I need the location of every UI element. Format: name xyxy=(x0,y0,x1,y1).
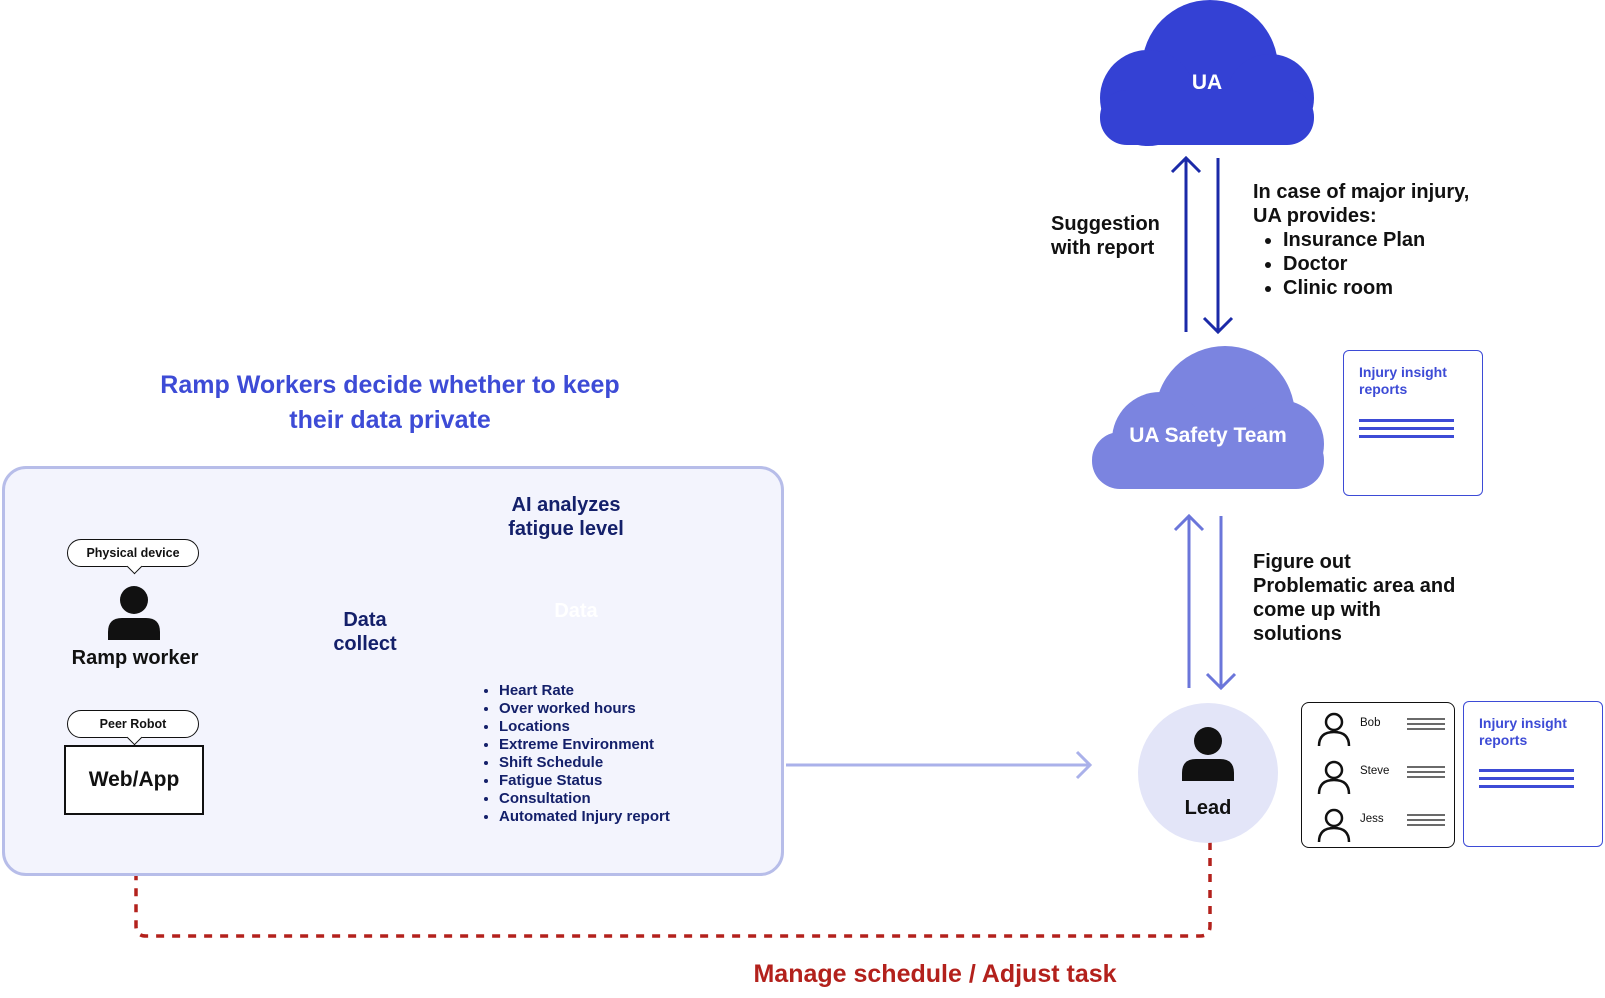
safety-cloud-icon xyxy=(1092,346,1324,489)
private-data-box xyxy=(2,466,784,876)
text-lines-icon xyxy=(1407,718,1445,730)
major-injury-item: Clinic room xyxy=(1283,276,1483,300)
figure-out-label: Figure out Problematic area and come up … xyxy=(1253,551,1456,645)
physical-device-bubble: Physical device xyxy=(67,539,199,567)
team-member-name: Steve xyxy=(1360,765,1390,777)
ua-cloud-label: UA xyxy=(1191,71,1223,94)
manage-arrow xyxy=(134,842,1212,938)
ramp-worker-label: Ramp worker xyxy=(71,647,199,669)
data-collect-label: Data collect xyxy=(333,609,397,655)
data-item: Extreme Environment xyxy=(499,736,670,754)
data-cloud-label: Data xyxy=(554,600,598,622)
team-card: Bob Steve Jess xyxy=(1301,702,1455,848)
data-item: Fatigue Status xyxy=(499,772,670,790)
data-item: Shift Schedule xyxy=(499,754,670,772)
report-title: Injury insight reports xyxy=(1359,364,1447,397)
safety-cloud-label: UA Safety Team xyxy=(1129,424,1287,447)
ua-cloud-icon xyxy=(1100,0,1314,146)
ua-safety-arrows xyxy=(1170,155,1234,335)
ramp-worker-icon xyxy=(106,584,162,640)
report-title: Injury insight reports xyxy=(1479,715,1567,748)
data-item: Automated Injury report xyxy=(499,808,670,826)
team-member-name: Bob xyxy=(1360,717,1381,729)
report-lines-icon xyxy=(1479,769,1574,793)
person-outline-icon xyxy=(1317,808,1351,843)
lead-label: Lead xyxy=(1184,797,1232,819)
person-outline-icon xyxy=(1317,712,1351,747)
major-injury-item: Insurance Plan xyxy=(1283,228,1483,252)
privacy-title: Ramp Workers decide whether to keep thei… xyxy=(160,371,620,434)
person-outline-icon xyxy=(1317,760,1351,795)
box-to-lead-arrow xyxy=(786,750,1093,780)
ai-analyzes-label: AI analyzes fatigue level xyxy=(508,494,624,540)
report-card-safety: Injury insight reports xyxy=(1343,350,1483,496)
data-item: Heart Rate xyxy=(499,682,670,700)
major-injury-list: Insurance Plan Doctor Clinic room xyxy=(1253,228,1483,300)
safety-lead-arrows xyxy=(1173,513,1237,691)
major-injury-intro: In case of major injury, UA provides: xyxy=(1253,181,1470,227)
major-injury-item: Doctor xyxy=(1283,252,1483,276)
text-lines-icon xyxy=(1407,814,1445,826)
text-lines-icon xyxy=(1407,766,1445,778)
team-member-name: Jess xyxy=(1360,813,1384,825)
manage-schedule-label: Manage schedule / Adjust task xyxy=(753,960,1117,988)
data-items-list: Heart Rate Over worked hours Locations E… xyxy=(483,682,670,826)
data-item: Locations xyxy=(499,718,670,736)
major-injury-text: In case of major injury, UA provides: In… xyxy=(1253,180,1483,300)
data-item: Consultation xyxy=(499,790,670,808)
data-item: Over worked hours xyxy=(499,700,670,718)
report-card-lead: Injury insight reports xyxy=(1463,701,1603,847)
webapp-box: Web/App xyxy=(64,745,204,815)
report-lines-icon xyxy=(1359,419,1454,443)
suggestion-label: Suggestion with report xyxy=(1051,213,1160,259)
lead-person-icon xyxy=(1180,725,1236,781)
